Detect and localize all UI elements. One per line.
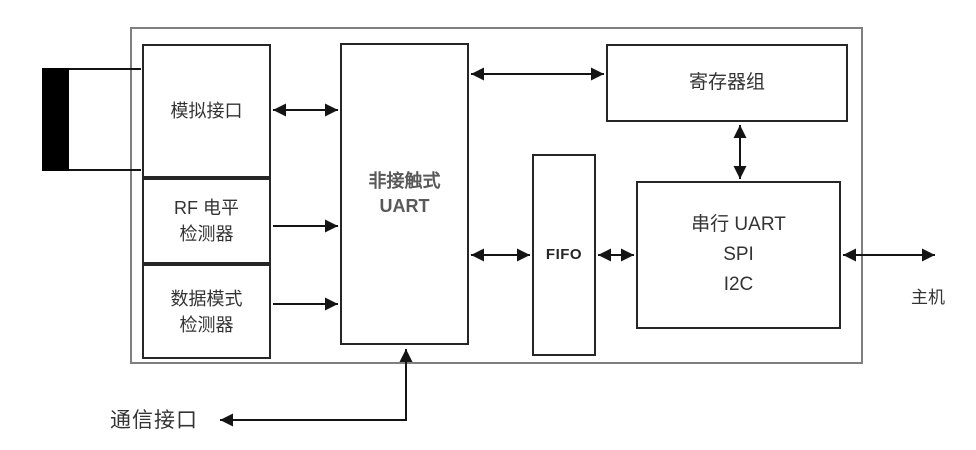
antenna-bar <box>42 68 69 171</box>
block-register-bank: 寄存器组 <box>606 44 848 122</box>
block-label-line2: 检测器 <box>179 314 234 335</box>
block-label-line3: I2C <box>723 274 754 295</box>
block-label-line2: SPI <box>723 244 754 265</box>
block-data-mode-detector: 数据模式 检测器 <box>142 264 271 359</box>
block-label: FIFO <box>545 246 583 263</box>
comm-interface-label: 通信接口 <box>110 409 198 432</box>
block-label-line1: 串行 UART <box>691 214 786 235</box>
block-label-line2: UART <box>379 196 430 216</box>
antenna-symbol <box>42 68 141 171</box>
block-rf-level-detector: RF 电平 检测器 <box>142 178 271 264</box>
block-contactless-uart: 非接触式 UART <box>340 43 469 345</box>
block-label-line2: 检测器 <box>179 224 234 244</box>
block-fifo: FIFO <box>532 154 596 356</box>
block-label-line1: RF 电平 <box>174 198 239 218</box>
block-label: 寄存器组 <box>688 72 765 93</box>
block-label-line1: 非接触式 <box>368 171 441 191</box>
block-serial-uart-spi-i2c: 串行 UART SPI I2C <box>636 181 841 329</box>
host-label: 主机 <box>911 288 945 307</box>
block-analog-interface: 模拟接口 <box>142 44 271 178</box>
block-label: 模拟接口 <box>170 101 243 121</box>
chip-boundary <box>130 27 863 364</box>
block-label-line1: 数据模式 <box>170 288 243 309</box>
